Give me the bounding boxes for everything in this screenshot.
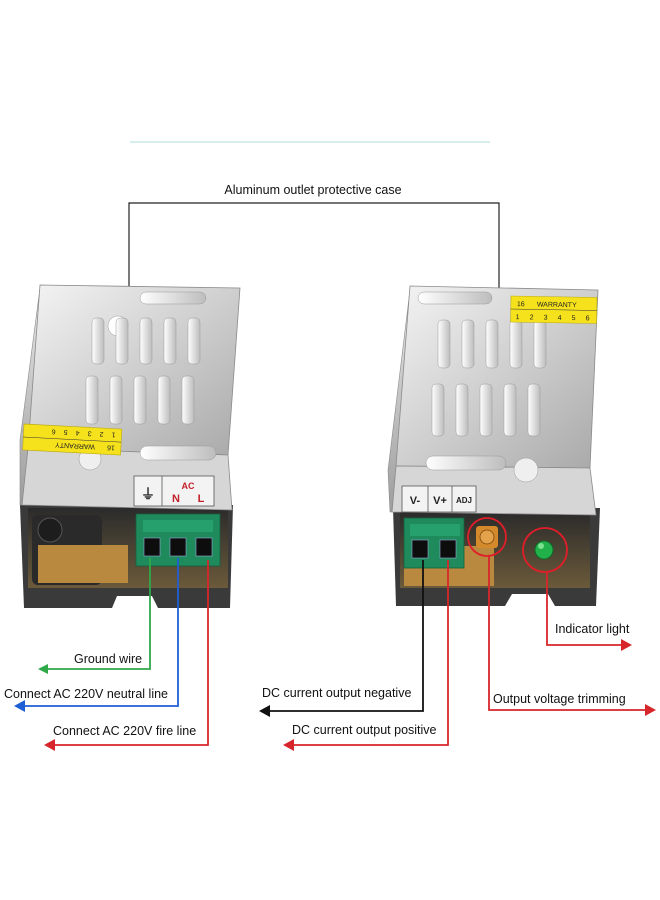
dc-positive-arrowhead bbox=[283, 739, 294, 751]
neutral-wire-line bbox=[22, 558, 179, 707]
svg-text:2: 2 bbox=[99, 430, 103, 437]
trim-potentiometer bbox=[467, 517, 507, 557]
neutral-line-label: Connect AC 220V neutral line bbox=[4, 687, 168, 701]
svg-text:2: 2 bbox=[530, 314, 534, 321]
fire-arrowhead bbox=[44, 739, 55, 751]
fire-line-label: Connect AC 220V fire line bbox=[53, 724, 196, 738]
svg-text:5: 5 bbox=[572, 315, 576, 322]
svg-text:4: 4 bbox=[558, 315, 562, 322]
svg-text:WARRANTY: WARRANTY bbox=[55, 441, 95, 450]
neutral-arrowhead bbox=[14, 700, 25, 712]
adj-mark: ADJ bbox=[456, 496, 472, 505]
right-terminal-block bbox=[403, 517, 465, 569]
trim-line bbox=[488, 556, 646, 711]
trim-label: Output voltage trimming bbox=[493, 692, 626, 706]
n-mark: N bbox=[172, 493, 180, 505]
dc-negative-line bbox=[268, 560, 424, 712]
left-terminal-marks: ⏚ AC N L bbox=[133, 475, 215, 507]
svg-text:6: 6 bbox=[586, 315, 590, 322]
left-wires bbox=[22, 558, 209, 746]
trim-arrowhead bbox=[645, 704, 656, 716]
svg-text:3: 3 bbox=[87, 429, 91, 436]
ground-arrowhead bbox=[38, 664, 48, 674]
right-terminal-marks: V- V+ ADJ bbox=[401, 485, 477, 513]
vminus-mark: V- bbox=[410, 495, 421, 507]
left-power-supply: 16 WARRANTY 1 2 3 4 5 6 ⏚ AC N L bbox=[19, 284, 241, 608]
svg-text:1: 1 bbox=[111, 431, 115, 438]
svg-text:1: 1 bbox=[516, 314, 520, 321]
indicator-label: Indicator light bbox=[555, 622, 630, 636]
svg-text:WARRANTY: WARRANTY bbox=[537, 301, 577, 309]
svg-text:6: 6 bbox=[51, 427, 55, 434]
fire-wire-line bbox=[52, 560, 209, 746]
indicator-arrowhead bbox=[621, 639, 632, 651]
svg-text:3: 3 bbox=[544, 315, 548, 322]
dc-positive-line bbox=[292, 560, 449, 746]
left-warranty-sticker: 16 WARRANTY 1 2 3 4 5 6 bbox=[22, 423, 123, 456]
svg-text:5: 5 bbox=[63, 428, 67, 435]
left-terminal-block bbox=[135, 513, 221, 567]
right-warranty-sticker: 16 WARRANTY 1 2 3 4 5 6 bbox=[510, 295, 598, 324]
indicator-led bbox=[522, 527, 568, 573]
ground-mark: ⏚ bbox=[141, 486, 155, 502]
right-wires bbox=[268, 556, 646, 746]
dc-negative-arrowhead bbox=[259, 705, 270, 717]
svg-text:16: 16 bbox=[107, 443, 115, 450]
indicator-line bbox=[546, 572, 622, 646]
l-mark: L bbox=[198, 493, 205, 505]
header-bracket bbox=[128, 202, 500, 295]
dc-positive-label: DC current output positive bbox=[292, 723, 437, 737]
header-label: Aluminum outlet protective case bbox=[224, 183, 401, 197]
ac-mark: AC bbox=[182, 481, 195, 491]
ground-wire-line bbox=[46, 558, 151, 670]
svg-text:16: 16 bbox=[517, 301, 525, 308]
svg-text:4: 4 bbox=[75, 429, 79, 436]
ground-wire-label: Ground wire bbox=[74, 652, 142, 666]
vplus-mark: V+ bbox=[433, 495, 447, 507]
dc-negative-label: DC current output negative bbox=[262, 686, 411, 700]
right-power-supply: 16 WARRANTY 1 2 3 4 5 6 V- V+ ADJ bbox=[387, 285, 600, 606]
